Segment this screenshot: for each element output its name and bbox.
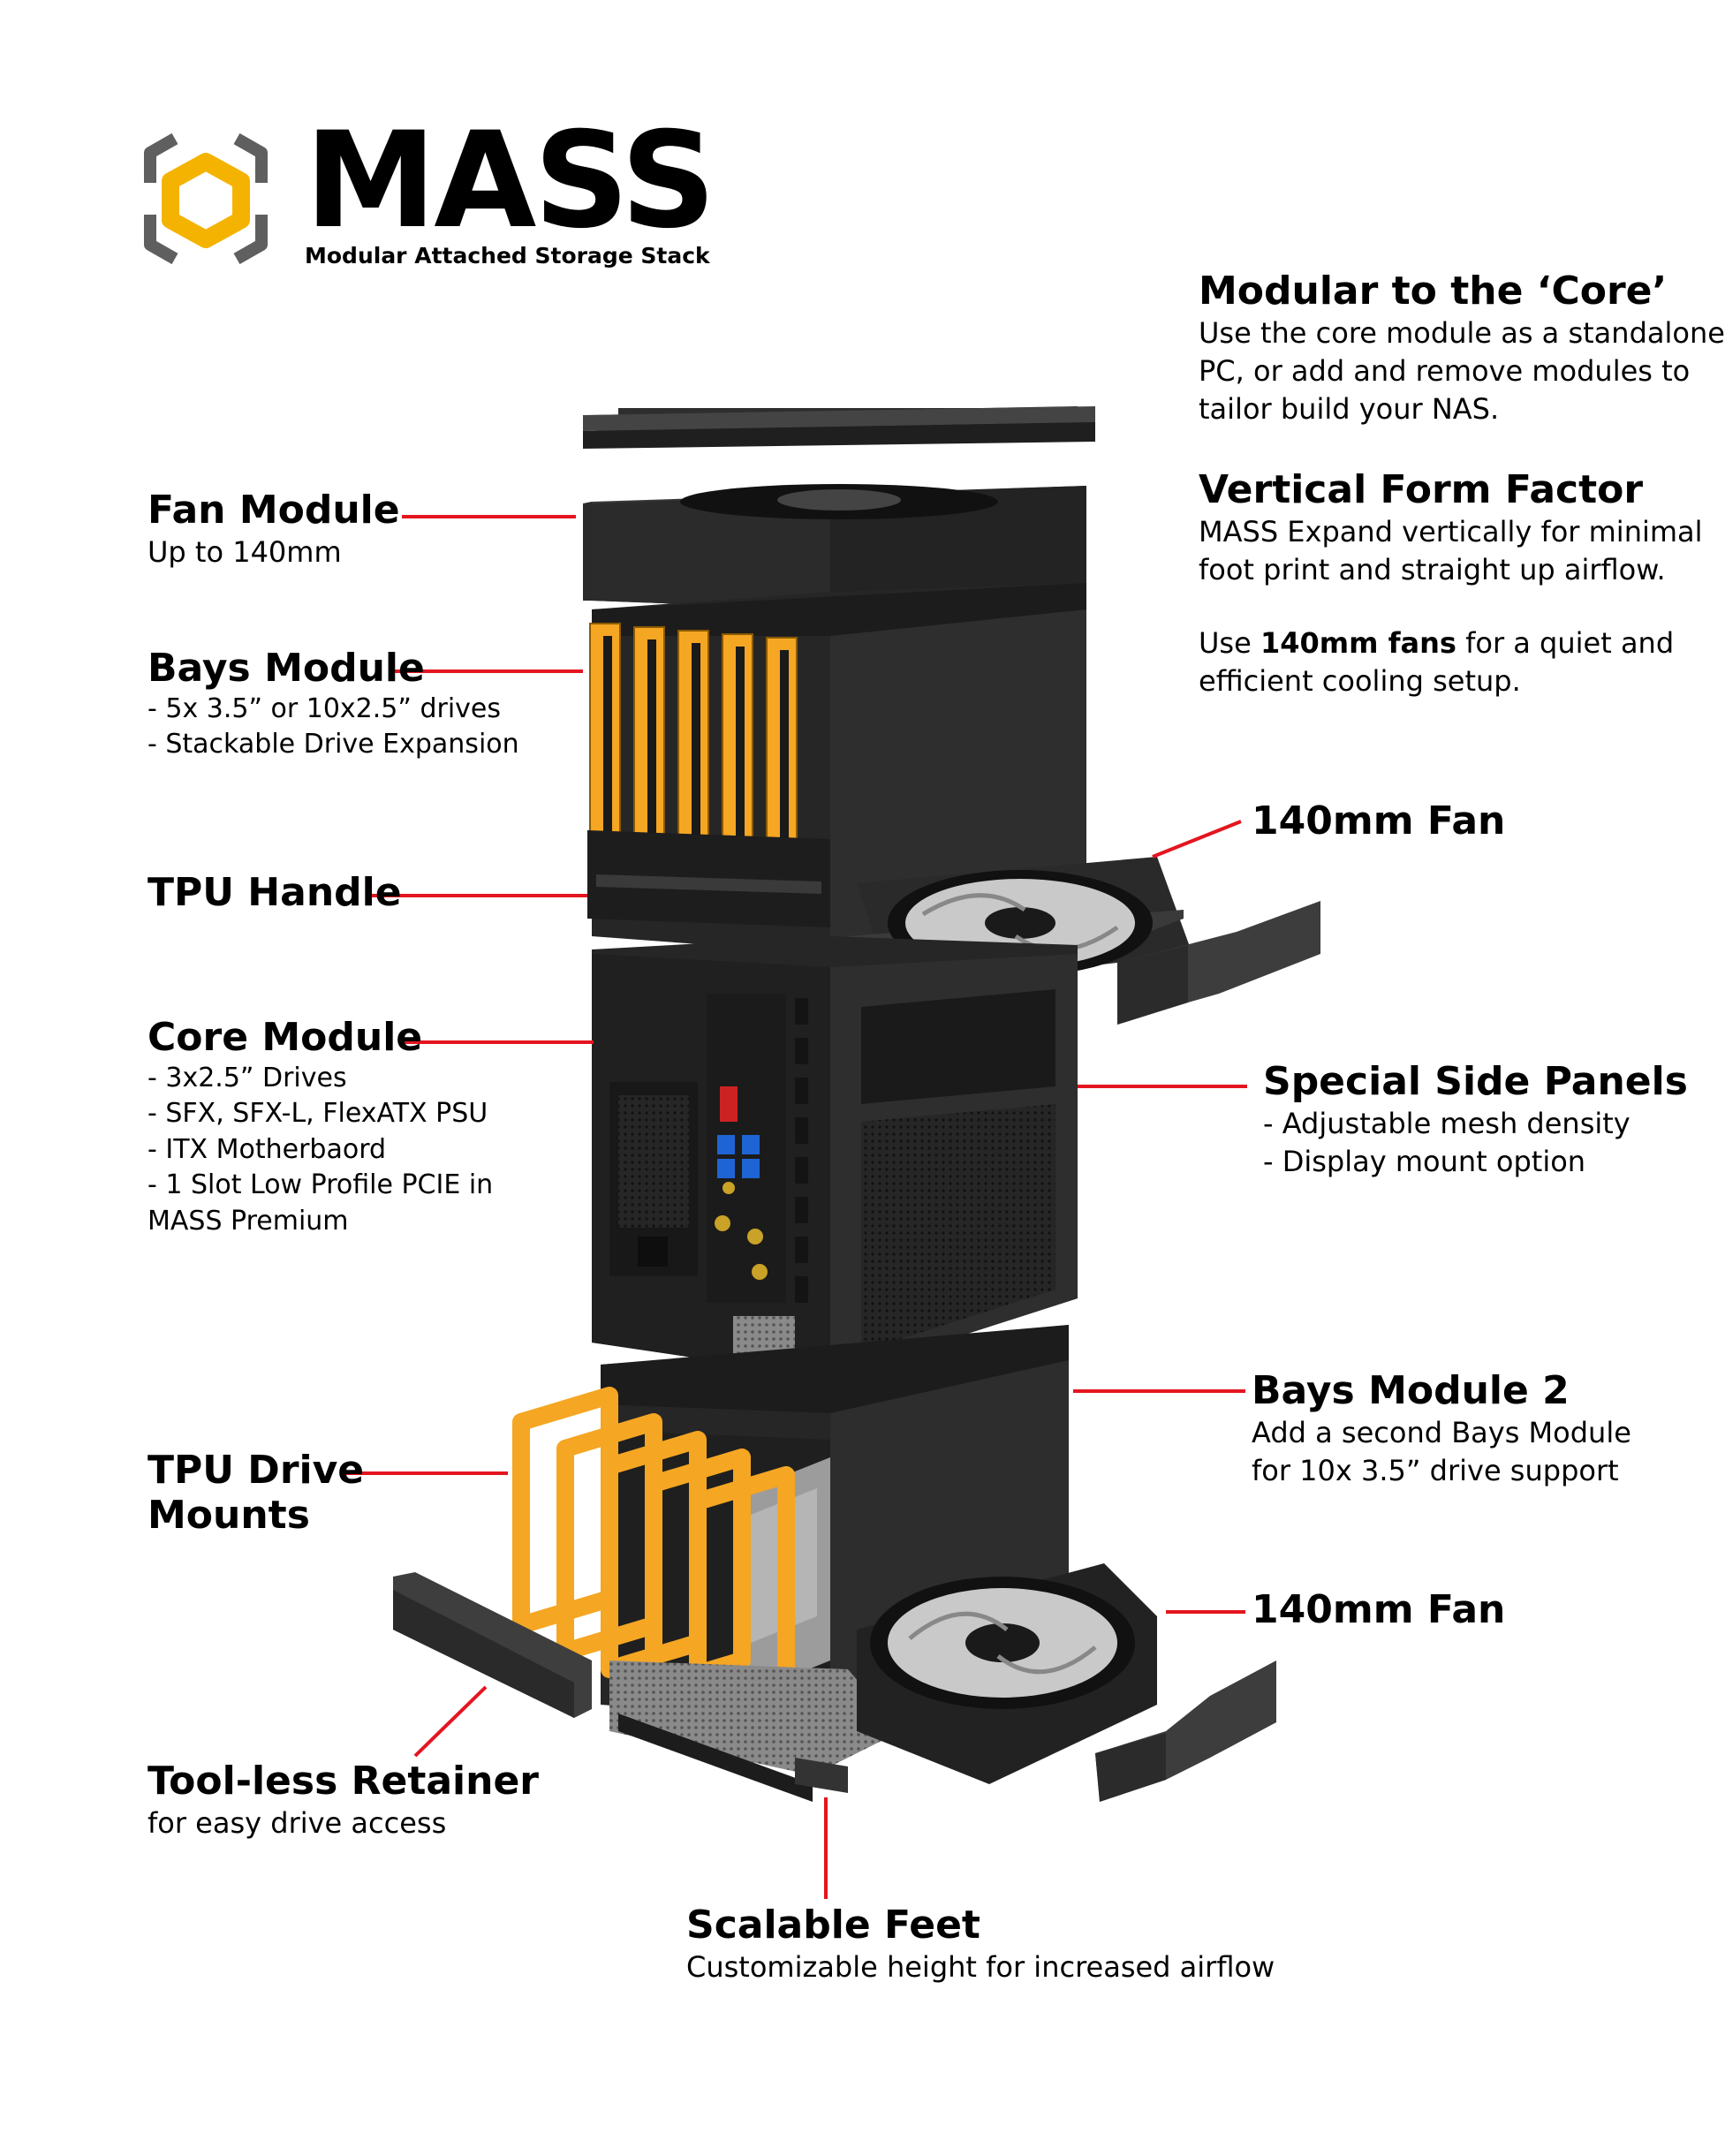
- callout-fan-140-bottom-title: 140mm Fan: [1252, 1587, 1506, 1632]
- feature-vertical: Vertical Form Factor MASS Expand vertica…: [1199, 467, 1703, 700]
- feature-core-line-2: PC, or add and remove modules to: [1199, 353, 1691, 388]
- feature-fans-line: Use 140mm fans for a quiet and: [1199, 624, 1703, 662]
- callout-core-module-line-5: MASS Premium: [148, 1205, 349, 1237]
- callout-fan-module-line-1: Up to 140mm: [148, 534, 342, 569]
- callout-core-module: Core Module - 3x2.5” Drives - SFX, SFX-L…: [148, 1015, 494, 1239]
- feature-core-line-3: tailor build your NAS.: [1199, 391, 1500, 426]
- callout-fan-140-top-title: 140mm Fan: [1252, 798, 1506, 843]
- callout-fan-module: Fan Module Up to 140mm: [148, 488, 400, 571]
- feature-vertical-title: Vertical Form Factor: [1199, 467, 1644, 512]
- feature-vertical-line-2: foot print and straight up airflow.: [1199, 552, 1666, 586]
- core-module: [592, 936, 1078, 1378]
- callout-core-module-line-1: - 3x2.5” Drives: [148, 1062, 347, 1093]
- feature-fans-line-2: efficient cooling setup.: [1199, 664, 1521, 699]
- callout-side-panels-line-2: - Display mount option: [1263, 1144, 1586, 1178]
- callout-tpu-drive-mounts: TPU Drive Mounts: [148, 1448, 365, 1538]
- callout-scalable-feet-title: Scalable Feet: [686, 1903, 980, 1948]
- top-grille-cover: [583, 406, 1095, 449]
- callout-toolless-retainer-line-1: for easy drive access: [148, 1805, 447, 1840]
- logo-title: MASS: [305, 104, 716, 258]
- callout-bays-module-title: Bays Module: [148, 646, 425, 691]
- callout-side-panels: Special Side Panels - Adjustable mesh de…: [1263, 1059, 1688, 1181]
- callout-side-panels-line-1: - Adjustable mesh density: [1263, 1106, 1630, 1140]
- callout-core-module-line-4: - 1 Slot Low Profile PCIE in: [148, 1169, 494, 1201]
- leader-lines: [340, 515, 1247, 1899]
- callout-fan-140-bottom: 140mm Fan: [1252, 1587, 1506, 1633]
- logo-subtitle: Modular Attached Storage Stack: [305, 243, 710, 269]
- callout-tpu-drive-mounts-title-1: TPU Drive: [148, 1448, 365, 1493]
- callout-tpu-handle-title: TPU Handle: [148, 870, 402, 915]
- callout-fan-module-title: Fan Module: [148, 488, 400, 533]
- callout-tpu-handle: TPU Handle: [148, 870, 402, 916]
- callout-core-module-title: Core Module: [148, 1015, 423, 1060]
- callout-core-module-line-2: - SFX, SFX-L, FlexATX PSU: [148, 1098, 488, 1130]
- callout-bays-module-2-line-1: Add a second Bays Module: [1252, 1415, 1631, 1449]
- callout-bays-module-2-line-2: for 10x 3.5” drive support: [1252, 1453, 1619, 1487]
- callout-bays-module-2: Bays Module 2 Add a second Bays Module f…: [1252, 1368, 1631, 1490]
- feature-core-line-1: Use the core module as a standalone: [1199, 315, 1725, 350]
- mass-logo-icon: [144, 132, 268, 265]
- feature-core-title: Modular to the ‘Core’: [1199, 269, 1668, 314]
- side-fan-bottom: [857, 1563, 1157, 1784]
- feature-core: Modular to the ‘Core’ Use the core modul…: [1199, 269, 1725, 428]
- callout-bays-module: Bays Module - 5x 3.5” or 10x2.5” drives …: [148, 646, 519, 763]
- callout-toolless-retainer: Tool-less Retainer for easy drive access: [148, 1759, 539, 1842]
- callout-bays-module-2-title: Bays Module 2: [1252, 1368, 1570, 1413]
- callout-scalable-feet: Scalable Feet Customizable height for in…: [686, 1903, 1275, 1986]
- callout-fan-140-top: 140mm Fan: [1252, 798, 1506, 844]
- fans-bold: 140mm fans: [1260, 625, 1456, 660]
- callout-scalable-feet-line-1: Customizable height for increased airflo…: [686, 1949, 1275, 1984]
- fans-suffix: for a quiet and: [1456, 625, 1675, 660]
- callout-core-module-line-3: - ITX Motherbaord: [148, 1133, 387, 1165]
- callout-side-panels-title: Special Side Panels: [1263, 1059, 1688, 1104]
- callout-bays-module-line-1: - 5x 3.5” or 10x2.5” drives: [148, 692, 502, 724]
- callout-tpu-drive-mounts-title-2: Mounts: [148, 1492, 310, 1538]
- callout-toolless-retainer-title: Tool-less Retainer: [148, 1759, 539, 1804]
- fans-prefix: Use: [1199, 625, 1260, 660]
- callout-bays-module-line-2: - Stackable Drive Expansion: [148, 729, 519, 760]
- bays-module-1: [587, 583, 1086, 963]
- feature-vertical-line-1: MASS Expand vertically for minimal: [1199, 514, 1703, 548]
